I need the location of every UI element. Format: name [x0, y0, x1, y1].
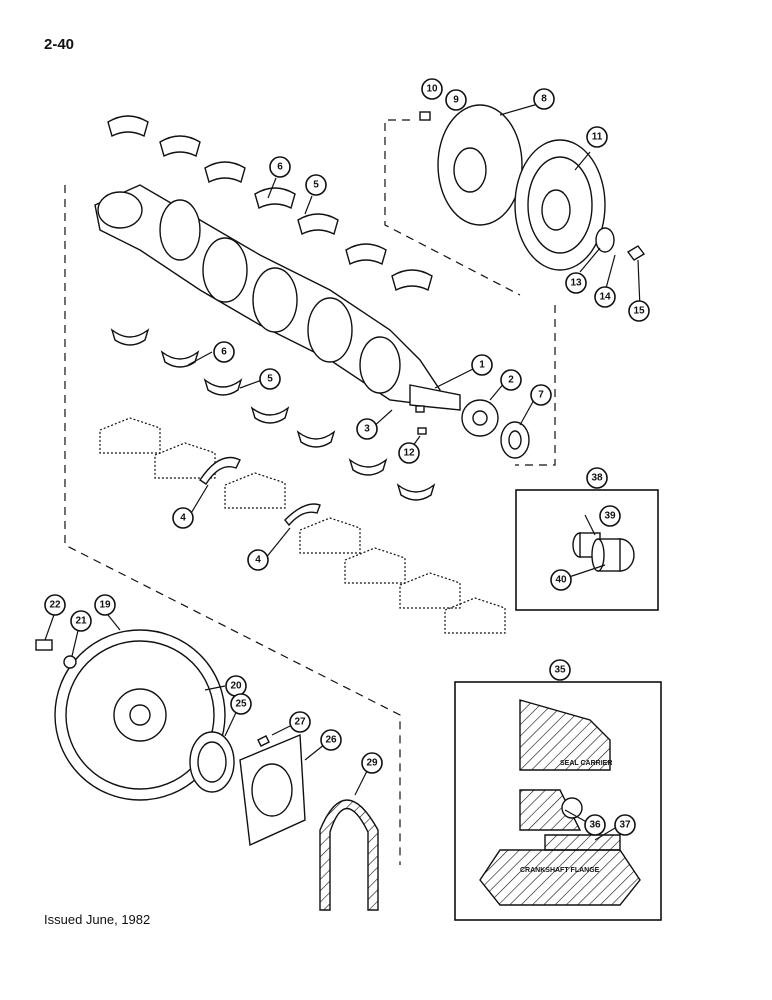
callout-8: 8 — [533, 88, 555, 110]
crankshaft-group-outline — [64, 185, 556, 865]
callout-22: 22 — [44, 594, 66, 616]
key-small — [417, 427, 427, 435]
callout-26: 26 — [320, 729, 342, 751]
callout-38: 38 — [586, 467, 608, 489]
svg-text:6: 6 — [277, 162, 283, 173]
callout-5-upper: 5 — [305, 174, 327, 196]
svg-text:6: 6 — [221, 347, 227, 358]
callout-36: 36 — [584, 814, 606, 836]
callout-14: 14 — [594, 286, 616, 308]
svg-text:38: 38 — [591, 473, 603, 484]
svg-text:13: 13 — [570, 278, 582, 289]
svg-text:25: 25 — [235, 699, 247, 710]
svg-text:36: 36 — [589, 820, 601, 831]
damper-group-outline — [384, 119, 521, 296]
bolt-small — [419, 111, 431, 121]
callout-1: 1 — [471, 354, 493, 376]
sleeve-section — [544, 834, 621, 851]
main-bearing-caps — [99, 417, 506, 634]
callout-12: 12 — [398, 442, 420, 464]
callout-35: 35 — [549, 659, 571, 681]
svg-text:14: 14 — [599, 292, 611, 303]
callout-6-upper: 6 — [269, 156, 291, 178]
callout-4-upper: 4 — [172, 507, 194, 529]
svg-text:5: 5 — [267, 374, 273, 385]
callout-4-lower: 4 — [247, 549, 269, 571]
washer — [595, 227, 615, 253]
svg-text:1: 1 — [479, 360, 485, 371]
upper-bearing-shells — [107, 115, 433, 292]
thrust-washer-lower — [284, 503, 321, 527]
page-number: 2-40 — [44, 36, 75, 53]
callout-2: 2 — [500, 369, 522, 391]
svg-text:22: 22 — [49, 600, 61, 611]
callout-13: 13 — [565, 272, 587, 294]
callout-20: 20 — [225, 675, 247, 697]
lower-bearing-shells — [110, 328, 436, 501]
svg-text:3: 3 — [364, 424, 370, 435]
issue-date-footer: Issued June, 1982 — [44, 912, 151, 927]
callout-25: 25 — [230, 693, 252, 715]
damper-bolt — [626, 245, 646, 261]
crankshaft — [94, 184, 461, 411]
callout-15: 15 — [628, 300, 650, 322]
callout-10: 10 — [421, 78, 443, 100]
svg-text:27: 27 — [294, 717, 306, 728]
svg-text:15: 15 — [633, 306, 645, 317]
callout-40: 40 — [550, 569, 572, 591]
crankshaft-flange-section — [479, 849, 641, 906]
flywheel-bolt — [35, 639, 53, 651]
callout-5-lower: 5 — [259, 368, 281, 390]
svg-text:2: 2 — [508, 375, 514, 386]
svg-text:21: 21 — [75, 616, 87, 627]
seal-carrier-section — [519, 699, 611, 771]
callout-7: 7 — [530, 384, 552, 406]
seal-carrier-label: SEAL CARRIER — [560, 760, 612, 767]
seal-spring — [561, 797, 583, 819]
svg-text:4: 4 — [180, 513, 186, 524]
callout-27: 27 — [289, 711, 311, 733]
thrust-washer-upper — [199, 456, 241, 485]
carrier-bolt — [257, 735, 270, 747]
svg-text:10: 10 — [426, 84, 438, 95]
svg-text:35: 35 — [554, 665, 566, 676]
callout-37: 37 — [614, 814, 636, 836]
svg-text:12: 12 — [403, 448, 415, 459]
callout-9: 9 — [445, 89, 467, 111]
svg-text:4: 4 — [255, 555, 261, 566]
svg-text:20: 20 — [230, 681, 242, 692]
callout-markers: 10 9 8 11 6 5 13 14 15 6 1 5 2 7 3 12 38… — [44, 78, 650, 836]
svg-text:11: 11 — [592, 132, 603, 143]
callout-39: 39 — [599, 505, 621, 527]
callout-6-lower: 6 — [213, 341, 235, 363]
crankshaft-flange-label: CRANKSHAFT FLANGE — [520, 867, 600, 874]
key — [415, 405, 425, 413]
svg-text:29: 29 — [366, 758, 378, 769]
gasket — [319, 799, 379, 911]
callout-21: 21 — [70, 610, 92, 632]
svg-text:37: 37 — [619, 820, 631, 831]
flywheel-washer — [63, 655, 77, 669]
svg-text:19: 19 — [99, 600, 111, 611]
svg-text:9: 9 — [453, 95, 459, 106]
svg-text:40: 40 — [555, 575, 567, 586]
callout-3: 3 — [356, 418, 378, 440]
svg-text:7: 7 — [538, 390, 544, 401]
svg-text:39: 39 — [604, 511, 616, 522]
callout-11: 11 — [586, 126, 608, 148]
svg-text:8: 8 — [541, 94, 547, 105]
svg-text:26: 26 — [325, 735, 337, 746]
svg-text:5: 5 — [313, 180, 319, 191]
callout-19: 19 — [94, 594, 116, 616]
callout-29: 29 — [361, 752, 383, 774]
